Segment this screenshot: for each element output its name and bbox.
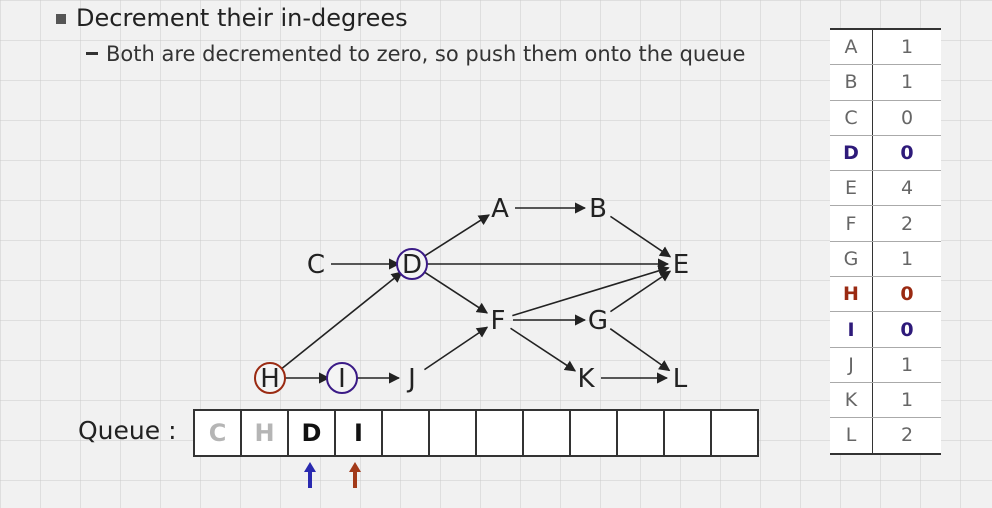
queue-label: Queue : <box>78 416 177 445</box>
node-c: C <box>307 250 325 280</box>
queue-cell <box>571 411 618 455</box>
node-d-circle <box>396 248 428 280</box>
queue-cell: C <box>195 411 242 455</box>
node-d: D <box>402 250 422 280</box>
indegree-node: K <box>830 382 873 419</box>
node-i-circle <box>326 362 358 394</box>
edge-g-l <box>609 328 671 372</box>
queue-cell <box>618 411 665 455</box>
queue-cell <box>524 411 571 455</box>
indegree-node: A <box>830 28 873 66</box>
edge-f-k <box>510 327 577 372</box>
indegree-node: D <box>830 135 873 172</box>
edge-j-f <box>423 326 489 371</box>
indegree-node: G <box>830 241 873 278</box>
node-h-circle <box>254 362 286 394</box>
edge-d-f <box>424 271 489 314</box>
indegree-value: 2 <box>872 205 941 242</box>
indegree-node: J <box>830 347 873 383</box>
node-j: J <box>406 364 416 394</box>
indegree-node: I <box>830 311 873 348</box>
indegree-value: 1 <box>872 382 941 419</box>
edge-h-d <box>281 271 403 370</box>
queue-cell: I <box>336 411 383 455</box>
indegree-value: 1 <box>872 64 941 101</box>
node-g: G <box>588 306 608 336</box>
edge-b-e <box>609 215 672 258</box>
indegree-value: 1 <box>872 241 941 278</box>
subheading: Both are decremented to zero, so push th… <box>106 42 746 66</box>
indegree-node: E <box>830 170 873 207</box>
node-k: K <box>577 364 595 394</box>
indegree-value: 2 <box>872 417 941 455</box>
queue-cell: D <box>289 411 336 455</box>
heading: Decrement their in-degrees <box>76 4 408 32</box>
indegree-value: 0 <box>872 276 941 313</box>
queue-cell: H <box>242 411 289 455</box>
bullet-square-icon <box>56 14 66 24</box>
indegree-value: 0 <box>872 100 941 136</box>
indegree-node: C <box>830 100 873 136</box>
subheading-line: Both are decremented to zero, so push th… <box>86 42 745 66</box>
queue-cell <box>383 411 430 455</box>
indegree-value: 1 <box>872 28 941 66</box>
indegree-node: H <box>830 276 873 313</box>
indegree-value: 4 <box>872 170 941 207</box>
indegree-node: L <box>830 417 873 455</box>
queue-cell <box>430 411 477 455</box>
edge-f-e <box>512 265 670 317</box>
node-i: I <box>338 364 346 394</box>
edge-g-e <box>609 270 672 313</box>
node-l: L <box>673 364 688 394</box>
node-a: A <box>491 194 509 224</box>
heading-bullet: Decrement their in-degrees <box>56 4 408 32</box>
node-e: E <box>673 250 689 280</box>
node-h: H <box>260 364 280 394</box>
queue-cell <box>712 411 759 455</box>
queue-cell <box>477 411 524 455</box>
indegree-value: 0 <box>872 311 941 348</box>
queue-front-arrow-icon <box>304 462 316 488</box>
node-f: F <box>491 306 506 336</box>
edge-d-a <box>424 214 490 257</box>
dash-icon <box>86 51 98 55</box>
indegree-value: 1 <box>872 347 941 383</box>
indegree-value: 0 <box>872 135 941 172</box>
indegree-node: B <box>830 64 873 101</box>
node-b: B <box>589 194 607 224</box>
queue-back-arrow-icon <box>349 462 361 488</box>
queue-cell <box>665 411 712 455</box>
indegree-node: F <box>830 205 873 242</box>
